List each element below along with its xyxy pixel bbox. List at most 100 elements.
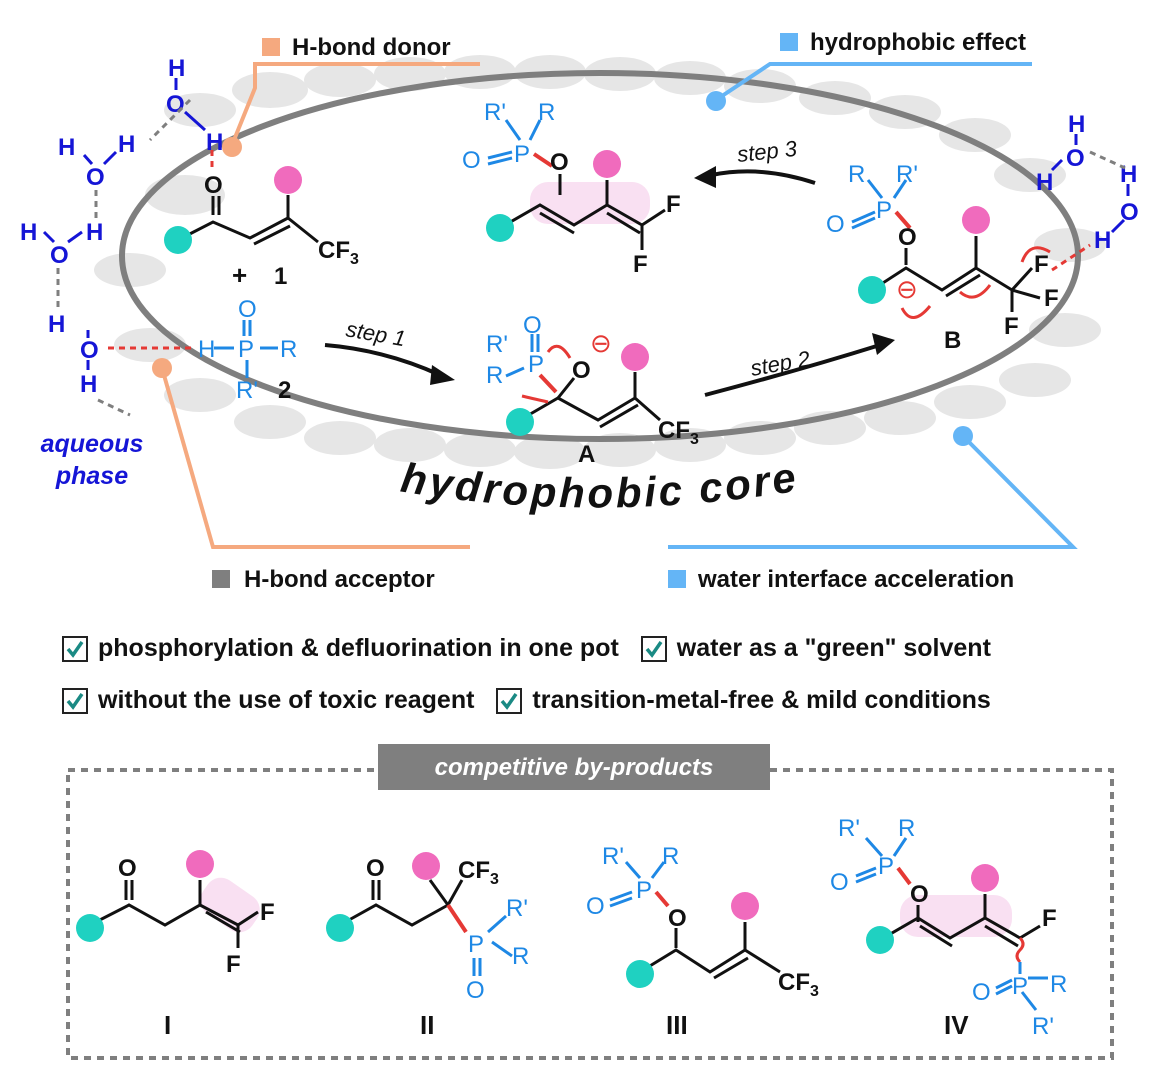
svg-text:R: R xyxy=(280,336,297,363)
hbond-acceptor-label: H-bond acceptor xyxy=(244,566,435,593)
svg-text:O: O xyxy=(830,869,849,896)
feature-text: water as a "green" solvent xyxy=(676,634,991,662)
svg-text:R': R' xyxy=(602,843,624,870)
byproducts-title-bg xyxy=(378,744,770,790)
svg-text:P: P xyxy=(878,853,894,880)
byproduct-III: O P R' R O CF3 III xyxy=(586,843,819,1040)
intermediate-A-label: A xyxy=(578,441,595,468)
svg-text:H: H xyxy=(168,55,185,82)
water-network-right: H O H H O H xyxy=(1036,111,1139,272)
compound-2: H P O R R' 2 xyxy=(198,296,297,404)
svg-text:F: F xyxy=(1042,905,1057,932)
svg-text:H: H xyxy=(198,336,215,363)
hbond-acceptor-swatch xyxy=(212,570,230,588)
byproduct-III-label: III xyxy=(666,1010,688,1040)
byproduct-I: O F F I xyxy=(76,850,275,1040)
svg-text:P: P xyxy=(528,351,544,378)
byproduct-II: O CF3 P R' R O II xyxy=(326,852,529,1040)
feature-text: phosphorylation & defluorination in one … xyxy=(98,634,619,662)
svg-text:⊖: ⊖ xyxy=(896,274,918,304)
intermediate-B: O P R R' O ⊖ F F F B xyxy=(826,161,1059,354)
svg-text:R: R xyxy=(898,815,915,842)
svg-text:R: R xyxy=(1050,971,1067,998)
svg-text:F: F xyxy=(1044,285,1059,312)
byproduct-II-label: II xyxy=(420,1010,434,1040)
step-2-label: step 2 xyxy=(749,346,812,381)
svg-text:R: R xyxy=(662,843,679,870)
svg-text:F: F xyxy=(633,251,648,278)
svg-text:O: O xyxy=(550,149,569,176)
svg-text:O: O xyxy=(238,296,257,323)
feature-text: transition-metal-free & mild conditions xyxy=(532,686,991,714)
hbond-donor-swatch xyxy=(262,38,280,56)
svg-text:P: P xyxy=(468,931,484,958)
micelle-blobs xyxy=(94,55,1106,469)
svg-text:O: O xyxy=(50,242,69,269)
svg-text:F: F xyxy=(260,899,275,926)
svg-text:O: O xyxy=(972,979,991,1006)
svg-text:R': R' xyxy=(896,161,918,188)
byproduct-IV: O P R' R O F P O R R' IV xyxy=(830,815,1067,1040)
svg-text:CF3: CF3 xyxy=(318,237,359,268)
svg-text:O: O xyxy=(523,312,542,339)
svg-text:O: O xyxy=(466,977,485,1004)
step-1-label: step 1 xyxy=(344,316,407,351)
svg-text:O: O xyxy=(166,91,185,118)
svg-text:P: P xyxy=(1012,973,1028,1000)
svg-text:O: O xyxy=(118,855,137,882)
svg-text:R: R xyxy=(538,99,555,126)
svg-text:R': R' xyxy=(484,99,506,126)
svg-text:R': R' xyxy=(486,331,508,358)
byproduct-I-label: I xyxy=(164,1010,171,1040)
check-icon xyxy=(496,687,523,714)
svg-text:O: O xyxy=(826,211,845,238)
callout-lines xyxy=(152,62,1078,549)
svg-text:R': R' xyxy=(506,895,528,922)
svg-text:CF3: CF3 xyxy=(658,417,699,448)
svg-text:O: O xyxy=(366,855,385,882)
svg-text:P: P xyxy=(238,336,254,363)
svg-text:F: F xyxy=(1034,251,1049,278)
check-icon xyxy=(640,635,667,662)
svg-text:H: H xyxy=(80,371,97,398)
svg-text:H: H xyxy=(118,131,135,158)
feature-row-2: without the use of toxic reagent transit… xyxy=(62,686,991,715)
svg-text:O: O xyxy=(572,357,591,384)
hbond-donor-label: H-bond donor xyxy=(292,34,451,61)
byproducts-title: competitive by-products xyxy=(435,754,714,781)
svg-text:O: O xyxy=(80,337,99,364)
svg-text:H: H xyxy=(1068,111,1085,138)
feature-row-1: phosphorylation & defluorination in one … xyxy=(62,634,991,663)
svg-text:⊖: ⊖ xyxy=(590,328,612,358)
svg-text:O: O xyxy=(1120,199,1139,226)
svg-text:F: F xyxy=(226,951,241,978)
svg-text:R: R xyxy=(486,362,503,389)
aqueous-label-1: aqueous xyxy=(41,430,144,458)
svg-text:H: H xyxy=(58,134,75,161)
svg-text:F: F xyxy=(1004,313,1019,340)
svg-text:H: H xyxy=(1120,161,1137,188)
check-icon xyxy=(62,635,88,662)
svg-text:O: O xyxy=(204,172,223,199)
svg-text:O: O xyxy=(586,893,605,920)
svg-text:R: R xyxy=(512,943,529,970)
svg-text:R: R xyxy=(848,161,865,188)
svg-text:H: H xyxy=(86,219,103,246)
svg-text:H: H xyxy=(1036,169,1053,196)
water-interface-label: water interface acceleration xyxy=(697,566,1014,593)
svg-text:P: P xyxy=(514,141,530,168)
micelle-outline xyxy=(119,70,1081,442)
water-interface-swatch xyxy=(668,570,686,588)
water-network-left: H O H H O H H O H H O H xyxy=(20,55,223,417)
svg-text:O: O xyxy=(86,164,105,191)
intermediate-A: O P R' R O ⊖ CF3 A xyxy=(486,312,699,468)
product-main: O P R' R O F F xyxy=(462,99,681,278)
step-3-label: step 3 xyxy=(736,136,799,167)
svg-text:H: H xyxy=(20,219,37,246)
svg-text:H: H xyxy=(206,129,223,156)
svg-text:O: O xyxy=(898,224,917,251)
svg-text:P: P xyxy=(636,877,652,904)
svg-text:R': R' xyxy=(236,377,258,404)
hydrophobic-effect-swatch xyxy=(780,33,798,51)
feature-text: without the use of toxic reagent xyxy=(98,686,475,714)
